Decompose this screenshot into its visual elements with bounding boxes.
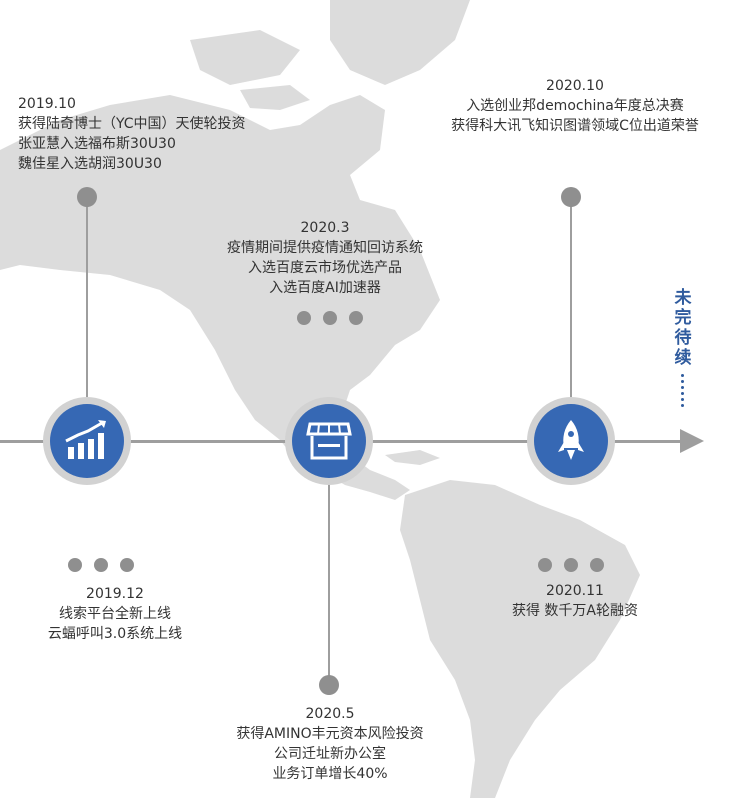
milestone-line: 获得陆奇博士（YC中国）天使轮投资 <box>18 116 246 132</box>
map-south-america <box>400 480 640 798</box>
milestone-line: 业务订单增长40% <box>272 766 388 782</box>
milestone-line: 魏佳星入选胡润30U30 <box>18 156 162 172</box>
milestone-date: 2020.10 <box>546 78 604 94</box>
milestone-date: 2019.10 <box>18 96 76 112</box>
node-growth <box>43 397 131 485</box>
milestone-date: 2020.3 <box>300 220 350 236</box>
milestone-2020-5: 2020.5 获得AMINO丰元资本风险投资 公司迁址新办公室 业务订单增长40… <box>210 704 450 784</box>
bar-chart-growth-icon <box>65 420 106 459</box>
milestone-2020-3: 2020.3 疫情期间提供疫情通知回访系统 入选百度云市场优选产品 入选百度AI… <box>200 218 450 298</box>
milestone-line: 入选百度AI加速器 <box>269 280 381 296</box>
connector-2020-5 <box>328 484 330 684</box>
milestone-line: 线索平台全新上线 <box>59 606 171 622</box>
storefront-icon <box>306 422 352 460</box>
milestone-line: 获得AMINO丰元资本风险投资 <box>236 726 424 742</box>
to-be-continued-label: 未完待续 <box>674 288 692 368</box>
milestone-line: 张亚慧入选福布斯30U30 <box>18 136 176 152</box>
timeline-arrow-head <box>680 429 704 453</box>
milestone-2020-10: 2020.10 入选创业邦demochina年度总决赛 获得科大讯飞知识图谱领域… <box>425 76 725 136</box>
milestone-date: 2020.11 <box>546 583 604 599</box>
continuation-dots <box>679 374 685 410</box>
milestone-date: 2020.5 <box>305 706 355 722</box>
node-rocket <box>527 397 615 485</box>
map-north-america <box>0 95 440 470</box>
connector-2019-10 <box>86 197 88 397</box>
connector-2020-10 <box>570 197 572 397</box>
milestone-2019-10: 2019.10 获得陆奇博士（YC中国）天使轮投资 张亚慧入选福布斯30U30 … <box>18 94 246 174</box>
milestone-line: 获得 数千万A轮融资 <box>511 603 639 619</box>
rocket-icon <box>558 420 584 460</box>
milestone-2019-12: 2019.12 线索平台全新上线 云蝠呼叫3.0系统上线 <box>20 584 210 644</box>
milestone-line: 云蝠呼叫3.0系统上线 <box>47 626 183 642</box>
milestone-2020-11: 2020.11 获得 数千万A轮融资 <box>490 581 660 621</box>
milestone-line: 公司迁址新办公室 <box>274 746 386 762</box>
milestone-line: 获得科大讯飞知识图谱领域C位出道荣誉 <box>451 118 699 134</box>
map-arctic-islands <box>190 30 300 85</box>
milestone-line: 疫情期间提供疫情通知回访系统 <box>227 240 423 256</box>
endpoint-dot-2019-10 <box>77 187 97 207</box>
node-store <box>285 397 373 485</box>
endpoint-dot-2020-10 <box>561 187 581 207</box>
milestone-line: 入选百度云市场优选产品 <box>248 260 402 276</box>
milestone-date: 2019.12 <box>86 586 144 602</box>
map-greenland <box>330 0 470 85</box>
endpoint-dot-2020-5 <box>319 675 339 695</box>
milestone-line: 入选创业邦demochina年度总决赛 <box>466 98 684 114</box>
